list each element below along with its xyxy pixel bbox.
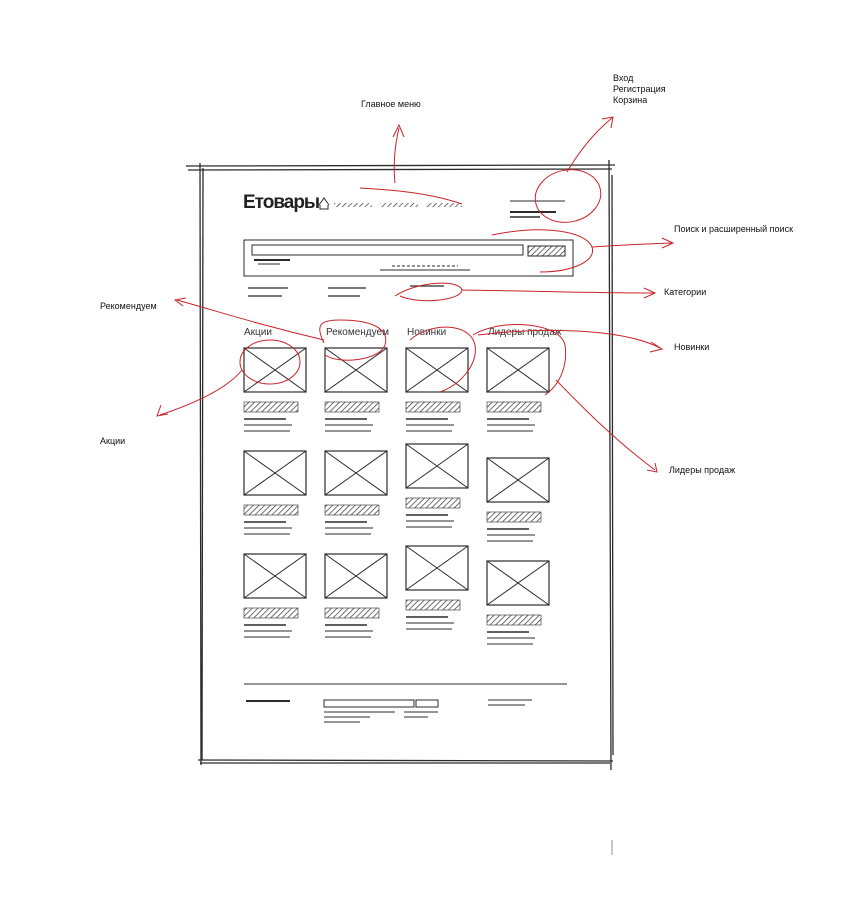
annotation-register: Регистрация (613, 84, 666, 94)
footer-sketch (244, 683, 567, 723)
annotation-search: Поиск и расширенный поиск (674, 224, 794, 234)
product-card (486, 560, 550, 645)
annotation-categories: Категории (664, 287, 707, 297)
product-card (324, 450, 388, 535)
column-header: Рекомендуем (326, 327, 389, 338)
annotation-promo: Акции (100, 436, 126, 446)
annotation-new-items: Новинки (674, 342, 710, 352)
search-block-sketch (243, 239, 574, 277)
annotation-main-menu: Главное меню (361, 99, 421, 109)
product-card (324, 347, 388, 432)
user-links-sketch (510, 200, 565, 218)
column-headers: Акции Рекомендуем Новинки Лидеры продаж (244, 327, 562, 338)
page-frame (185, 159, 616, 855)
product-card (243, 450, 307, 535)
column-header: Лидеры продаж (488, 327, 562, 338)
header-sketch: Етовары (243, 192, 565, 218)
annotation-recommended: Рекомендуем (100, 301, 157, 311)
column-header: Акции (244, 327, 272, 338)
column-header: Новинки (407, 327, 446, 338)
annotation-arrows (156, 116, 675, 473)
annotation-login: Вход (613, 73, 634, 83)
product-card (405, 443, 469, 528)
home-icon (318, 197, 330, 210)
annotation-best-sellers: Лидеры продаж (669, 465, 736, 475)
product-card (243, 347, 307, 432)
logo: Етовары (243, 192, 319, 213)
product-card (405, 347, 469, 432)
categories-sketch (248, 285, 444, 297)
product-card (243, 553, 307, 638)
product-grid (243, 347, 550, 645)
main-menu-sketch (334, 203, 462, 207)
product-card (405, 545, 469, 630)
product-card (324, 553, 388, 638)
annotation-cart: Корзина (613, 95, 648, 105)
product-card (486, 347, 550, 432)
product-card (486, 457, 550, 542)
